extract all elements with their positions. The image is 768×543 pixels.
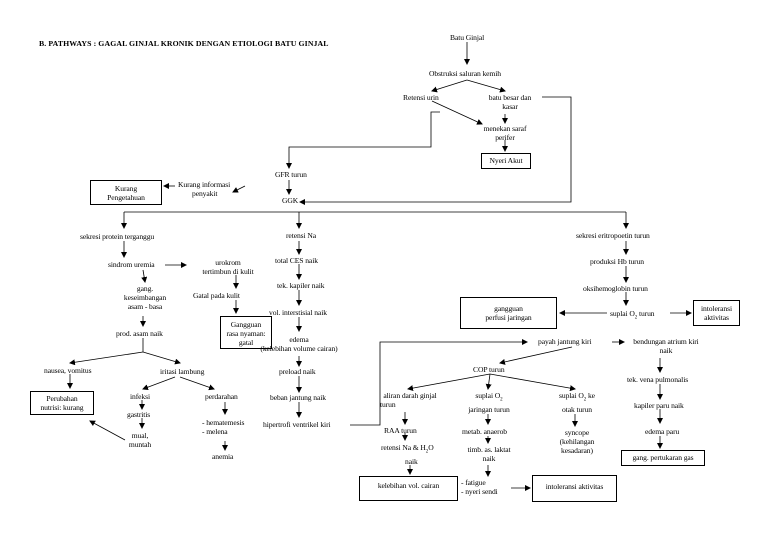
node-sindrom-uremia: sindrom uremia xyxy=(108,260,155,269)
node-retensi-urin: Retensi urin xyxy=(403,93,439,102)
node-perdarahan: perdarahan xyxy=(205,392,238,401)
node-kapiler-paru: kapiler paru naik xyxy=(634,401,684,410)
node-infeksi: infeksi xyxy=(130,392,150,401)
node-total-ces: total CES naik xyxy=(275,256,318,265)
node-suplai-o2-otak: suplai O2 ke otak turun xyxy=(559,391,595,414)
node-hipertrofi: hipertrofi ventrikel kiri xyxy=(263,420,331,429)
diagram-title: B. PATHWAYS : GAGAL GINJAL KRONIK DENGAN… xyxy=(39,39,329,48)
box-intoleransi-aktivitas-2: intoleransi aktivitas xyxy=(532,475,617,502)
node-suplai-o2-jaringan: suplai O2 jaringan turun xyxy=(468,391,510,414)
node-anemia: anemia xyxy=(212,452,234,461)
node-obstruksi: Obstruksi saluran kemih xyxy=(429,69,501,78)
node-cop-turun: COP turun xyxy=(473,365,505,374)
node-gastritis: gastritis xyxy=(127,410,151,419)
node-nausea: nausea, vomitus xyxy=(44,366,92,375)
node-fatigue: - fatigue- nyeri sendi xyxy=(461,478,498,496)
node-ggk: GGK xyxy=(282,196,299,205)
node-prod-asam: prod. asam naik xyxy=(116,329,163,338)
box-nyeri-akut: Nyeri Akut xyxy=(481,153,531,169)
node-mual-muntah: mual,muntah xyxy=(128,431,152,449)
node-hematemesis: - hematemesis- melena xyxy=(202,418,245,436)
node-raa-turun: RAA turun xyxy=(384,426,417,435)
node-retensi-na-h2o: retensi Na & H2O naik xyxy=(381,443,434,466)
node-gfr-turun: GFR turun xyxy=(275,170,307,179)
node-preload: preload naik xyxy=(279,367,316,376)
node-iritasi-lambung: iritasi lambung xyxy=(160,367,205,376)
node-tek-vena: tek. vena pulmonalis xyxy=(627,375,689,384)
node-sekresi-protein: sekresi protein terganggu xyxy=(80,232,155,241)
node-tek-kapiler: tek. kapiler naik xyxy=(277,281,325,290)
node-edema-paru: edema paru xyxy=(645,427,680,436)
node-gatal-kulit: Gatal pada kulit xyxy=(193,291,240,300)
node-suplai-o2: suplai O2 turun xyxy=(610,309,655,321)
node-sekresi-eritropoetin: sekresi eritropoetin turun xyxy=(576,231,650,240)
node-edema: edema(kelebihan volume cairan) xyxy=(260,335,338,353)
node-produksi-hb: produksi Hb turun xyxy=(590,257,644,266)
box-kelebihan-vol-cairan: kelebihan vol. cairan xyxy=(359,476,458,501)
node-retensi-na: retensi Na xyxy=(286,231,316,240)
node-vol-interstisial: vol. interstisial naik xyxy=(269,308,327,317)
node-oksihemoglobin: oksihemoglobin turun xyxy=(583,284,648,293)
node-metab-anaerob: metab. anaerob xyxy=(462,427,507,436)
node-batu-ginjal: Batu Ginjal xyxy=(450,33,485,42)
node-beban-jantung: beban jantung naik xyxy=(270,393,326,402)
box-gang-pertukaran-gas: gang. pertukaran gas xyxy=(621,450,705,466)
node-payah-jantung: payah jantung kiri xyxy=(538,337,592,346)
